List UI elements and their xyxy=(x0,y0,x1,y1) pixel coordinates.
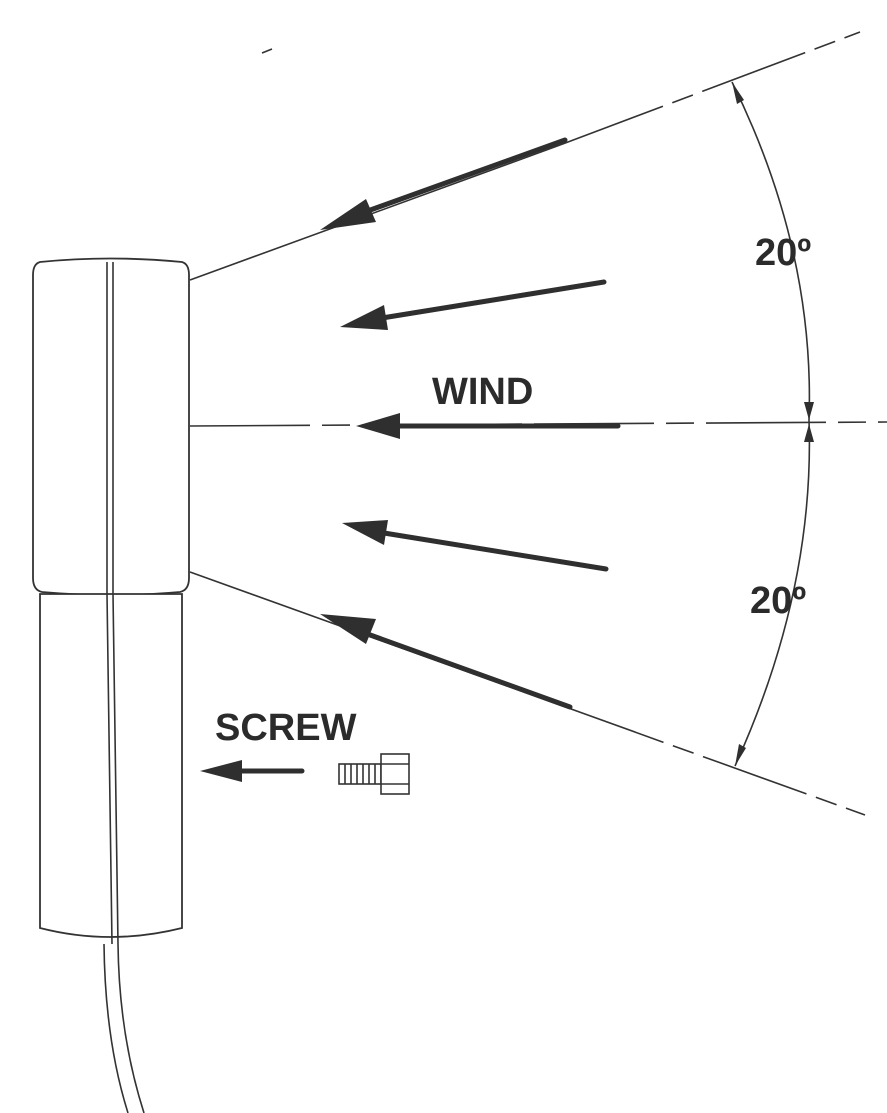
stray-mark xyxy=(261,48,273,54)
stem-seam-right xyxy=(112,593,119,945)
arc-arrowhead-bottom xyxy=(735,744,746,766)
stem-seam-left xyxy=(106,593,113,945)
wind-arrow-2 xyxy=(340,279,607,330)
arc-arrowhead-top xyxy=(732,82,744,104)
arc-arrowhead-mid-lower xyxy=(804,424,814,442)
screw-icon xyxy=(338,753,410,795)
wind-arrow-4 xyxy=(342,520,609,572)
sensor-cable xyxy=(103,943,145,1113)
wind-arrow-3 xyxy=(356,413,621,439)
sensor-stem xyxy=(39,593,183,945)
wind-arrow-1 xyxy=(320,137,568,230)
screw-label: SCREW xyxy=(215,707,357,749)
screw-arrow xyxy=(200,760,305,782)
sensor-head xyxy=(32,257,190,596)
upper-angle-label: 20º xyxy=(755,232,811,274)
wind-arrow-5 xyxy=(320,614,573,710)
angle-arc xyxy=(731,81,811,767)
wind-label: WIND xyxy=(432,371,533,413)
upper-boundary-line xyxy=(189,31,861,281)
arc-arrowhead-mid-upper xyxy=(804,402,814,420)
lower-angle-label: 20º xyxy=(750,580,806,622)
